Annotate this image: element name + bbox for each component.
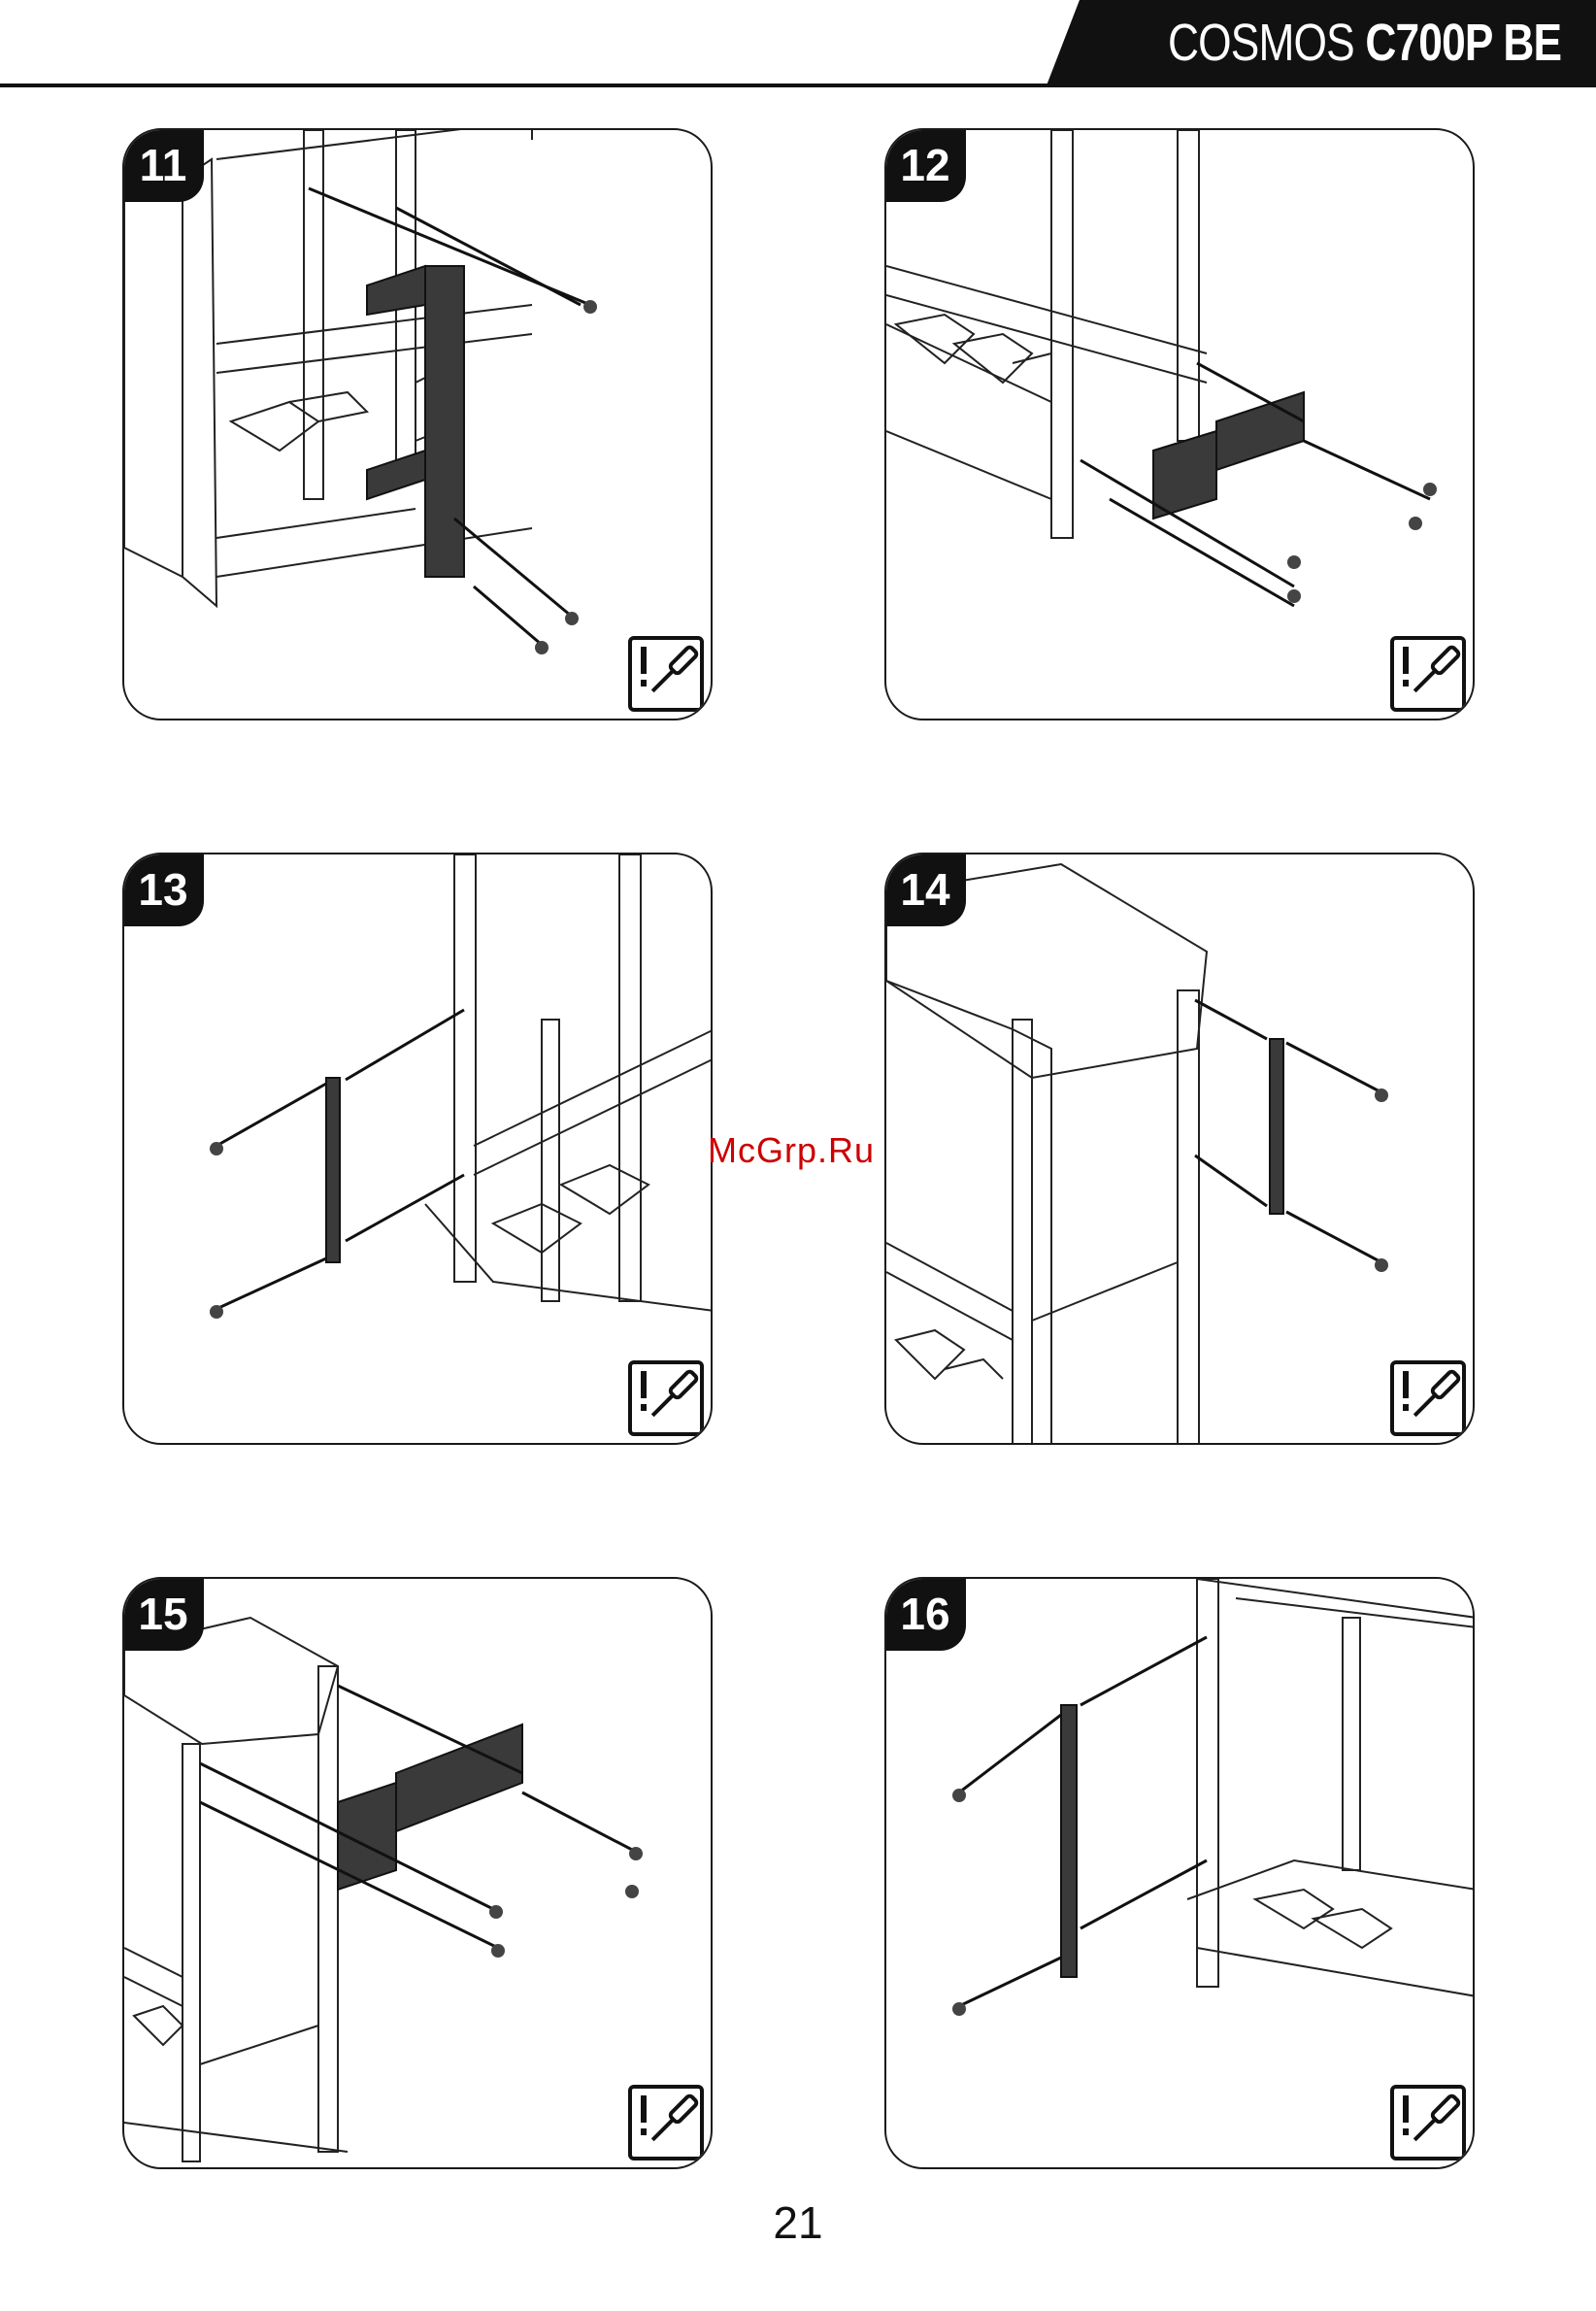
step-panel-15: 15 [122,1577,713,2169]
header-tab: COSMOS C700P BE [1047,0,1596,85]
step-panel-14: 14 [884,853,1475,1445]
screwdriver-caution-icon [627,1359,705,1437]
step-16-illustration [886,1579,1475,2169]
step-13-illustration [124,854,713,1445]
step-number-badge: 15 [122,1577,204,1651]
screwdriver-caution-icon [1389,1359,1467,1437]
step-panel-12: 12 [884,128,1475,720]
page-number: 21 [0,2196,1596,2249]
step-panel-11: 11 [122,128,713,720]
step-11-illustration [124,130,713,720]
product-title: COSMOS C700P BE [1168,0,1561,85]
step-14-illustration [886,854,1475,1445]
step-number-badge: 11 [122,128,204,202]
step-number-badge: 12 [884,128,966,202]
screwdriver-caution-icon [627,635,705,713]
step-15-illustration [124,1579,713,2169]
product-name-bold: C700P BE [1365,13,1561,73]
step-number-badge: 14 [884,853,966,926]
step-number-badge: 13 [122,853,204,926]
step-panel-16: 16 [884,1577,1475,2169]
screwdriver-caution-icon [1389,2084,1467,2161]
step-panel-13: 13 [122,853,713,1445]
screwdriver-caution-icon [627,2084,705,2161]
step-number-badge: 16 [884,1577,966,1651]
watermark: McGrp.Ru [708,1130,875,1171]
screwdriver-caution-icon [1389,635,1467,713]
product-name-light: COSMOS [1168,13,1354,73]
step-12-illustration [886,130,1475,720]
